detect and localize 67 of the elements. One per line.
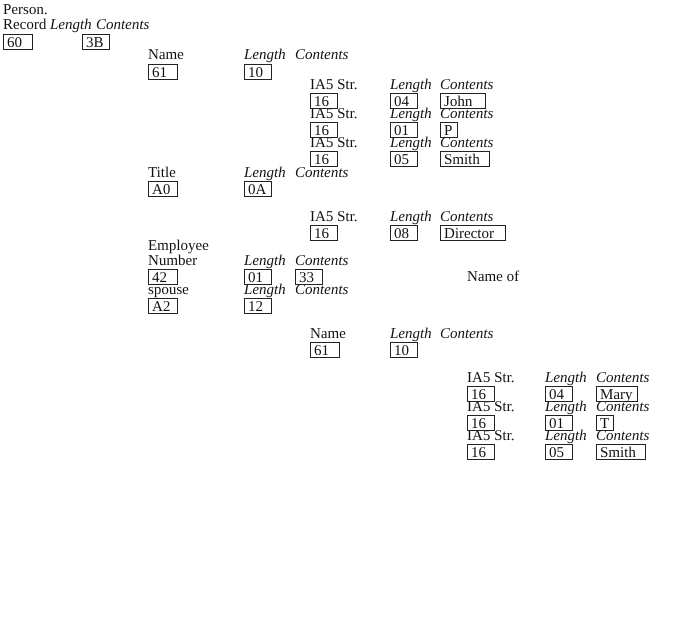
value-box: 33 [295, 269, 323, 285]
field-header: Contents [440, 107, 494, 122]
value-box: Smith [596, 444, 646, 460]
field-header: Contents [440, 78, 494, 93]
field-header: Length [390, 107, 432, 122]
value-box: A2 [148, 298, 178, 314]
field-name: IA5 Str. [310, 210, 358, 225]
value-box: 16 [467, 444, 495, 460]
value-box: 16 [310, 93, 338, 109]
value-box: 01 [390, 122, 418, 138]
field-header: Length [390, 136, 432, 151]
field-name: spouse [148, 283, 189, 298]
field-name: IA5 Str. [310, 78, 358, 93]
value-box: 42 [148, 269, 178, 285]
value-box: 61 [310, 342, 340, 358]
field-header: Contents [440, 210, 494, 225]
field-name: IA5 Str. [467, 371, 515, 386]
value-box: 10 [244, 64, 272, 80]
field-header: Length [50, 18, 92, 33]
field-header: Contents [440, 136, 494, 151]
value-box: 05 [545, 444, 573, 460]
value-box: 04 [390, 93, 418, 109]
field-header: Contents [295, 254, 348, 269]
field-header: Length [390, 78, 432, 93]
field-header: Length [244, 283, 286, 298]
value-box: 3B [82, 34, 110, 50]
value-box: 12 [244, 298, 272, 314]
field-header: Contents [596, 371, 650, 386]
value-box: 08 [390, 225, 418, 241]
value-box: 0A [244, 181, 272, 197]
field-header: Contents [295, 48, 348, 63]
field-header: Contents [596, 429, 650, 444]
field-header: Contents [440, 327, 494, 342]
value-box: 04 [545, 386, 573, 402]
field-name: Employee Number [148, 239, 210, 269]
value-box: 05 [390, 151, 418, 167]
field-header: Contents [295, 166, 348, 181]
field-header: Length [545, 429, 587, 444]
value-box: 60 [3, 34, 33, 50]
value-box: P [440, 122, 458, 138]
value-box: Mary [596, 386, 638, 402]
field-name: Name [310, 327, 346, 342]
value-box: A0 [148, 181, 178, 197]
field-header: Length [545, 371, 587, 386]
value-box: 16 [467, 415, 495, 431]
value-box: T [596, 415, 614, 431]
value-box: 16 [310, 225, 338, 241]
value-box: 16 [310, 122, 338, 138]
value-box: Director [440, 225, 506, 241]
value-box: 01 [244, 269, 272, 285]
value-box: 10 [390, 342, 418, 358]
field-header: Length [545, 400, 587, 415]
value-box: 16 [467, 386, 495, 402]
value-box: Smith [440, 151, 490, 167]
field-name: Person. Record [3, 3, 47, 33]
field-header: Contents [596, 400, 650, 415]
value-box: 61 [148, 64, 178, 80]
value-box: 01 [545, 415, 573, 431]
field-name: Title [148, 166, 176, 181]
field-name: Name [148, 48, 184, 63]
field-header: Contents [295, 283, 348, 298]
field-header: Length [244, 254, 286, 269]
field-header: Contents [96, 18, 150, 33]
field-name: Name of [467, 270, 520, 285]
value-box: 16 [310, 151, 338, 167]
field-header: Length [390, 210, 432, 225]
value-box: John [440, 93, 486, 109]
